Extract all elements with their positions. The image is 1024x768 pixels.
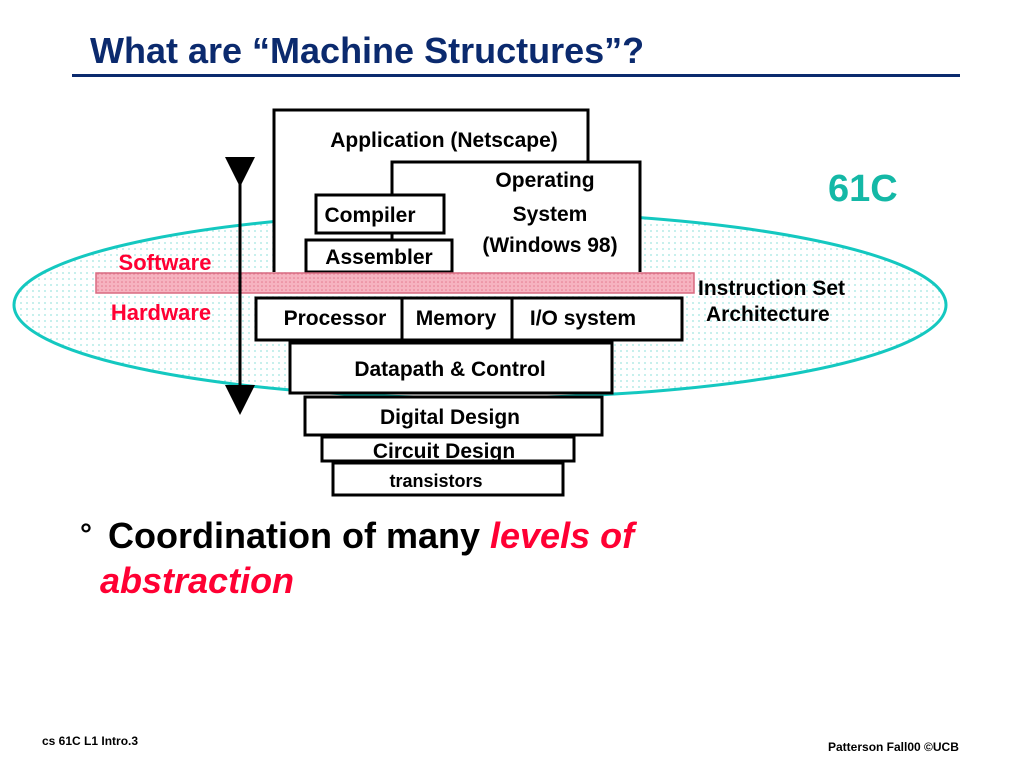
memory-label: Memory bbox=[416, 307, 497, 330]
bullet-marker: ° bbox=[80, 518, 92, 551]
footer-right: Patterson Fall00 ©UCB bbox=[828, 740, 959, 754]
slide-title: What are “Machine Structures”? bbox=[90, 30, 645, 71]
processor-label: Processor bbox=[284, 307, 387, 330]
isa-bar bbox=[95, 272, 695, 294]
digital-design-label: Digital Design bbox=[380, 406, 520, 429]
circuit-design-label: Circuit Design bbox=[373, 440, 515, 463]
assembler-label: Assembler bbox=[325, 246, 432, 269]
compiler-label: Compiler bbox=[324, 204, 415, 227]
compiler-box bbox=[314, 193, 446, 235]
isa-label-line1: Instruction Set bbox=[698, 277, 845, 300]
datapath-box bbox=[288, 341, 614, 395]
application-label: Application (Netscape) bbox=[330, 129, 558, 152]
title-underline bbox=[72, 74, 960, 77]
datapath-label: Datapath & Control bbox=[354, 358, 545, 381]
os-label-line1: Operating bbox=[495, 169, 594, 192]
bullet-plain-text: Coordination of many bbox=[108, 515, 491, 556]
processor-box bbox=[254, 296, 404, 342]
bullet-emphasis-line2: abstraction bbox=[100, 560, 295, 601]
course-label: 61C bbox=[828, 168, 898, 210]
os-label-line2: System bbox=[513, 203, 588, 226]
software-label: Software bbox=[119, 250, 212, 275]
footer-left: cs 61C L1 Intro.3 bbox=[42, 734, 139, 748]
isa-label-line2: Architecture bbox=[706, 303, 830, 326]
transistors-box bbox=[331, 461, 565, 497]
io-label: I/O system bbox=[530, 307, 636, 330]
os-label-line3: (Windows 98) bbox=[482, 234, 617, 257]
bullet-emphasis-line1: levels of bbox=[490, 515, 635, 556]
hardware-label: Hardware bbox=[111, 300, 211, 325]
io-box bbox=[510, 296, 684, 342]
transistors-label: transistors bbox=[389, 471, 482, 491]
bullet-text: ° Coordination of many levels of abstrac… bbox=[80, 515, 800, 602]
digital-design-box bbox=[303, 395, 604, 437]
assembler-box bbox=[304, 238, 454, 274]
circuit-design-box bbox=[320, 435, 576, 463]
